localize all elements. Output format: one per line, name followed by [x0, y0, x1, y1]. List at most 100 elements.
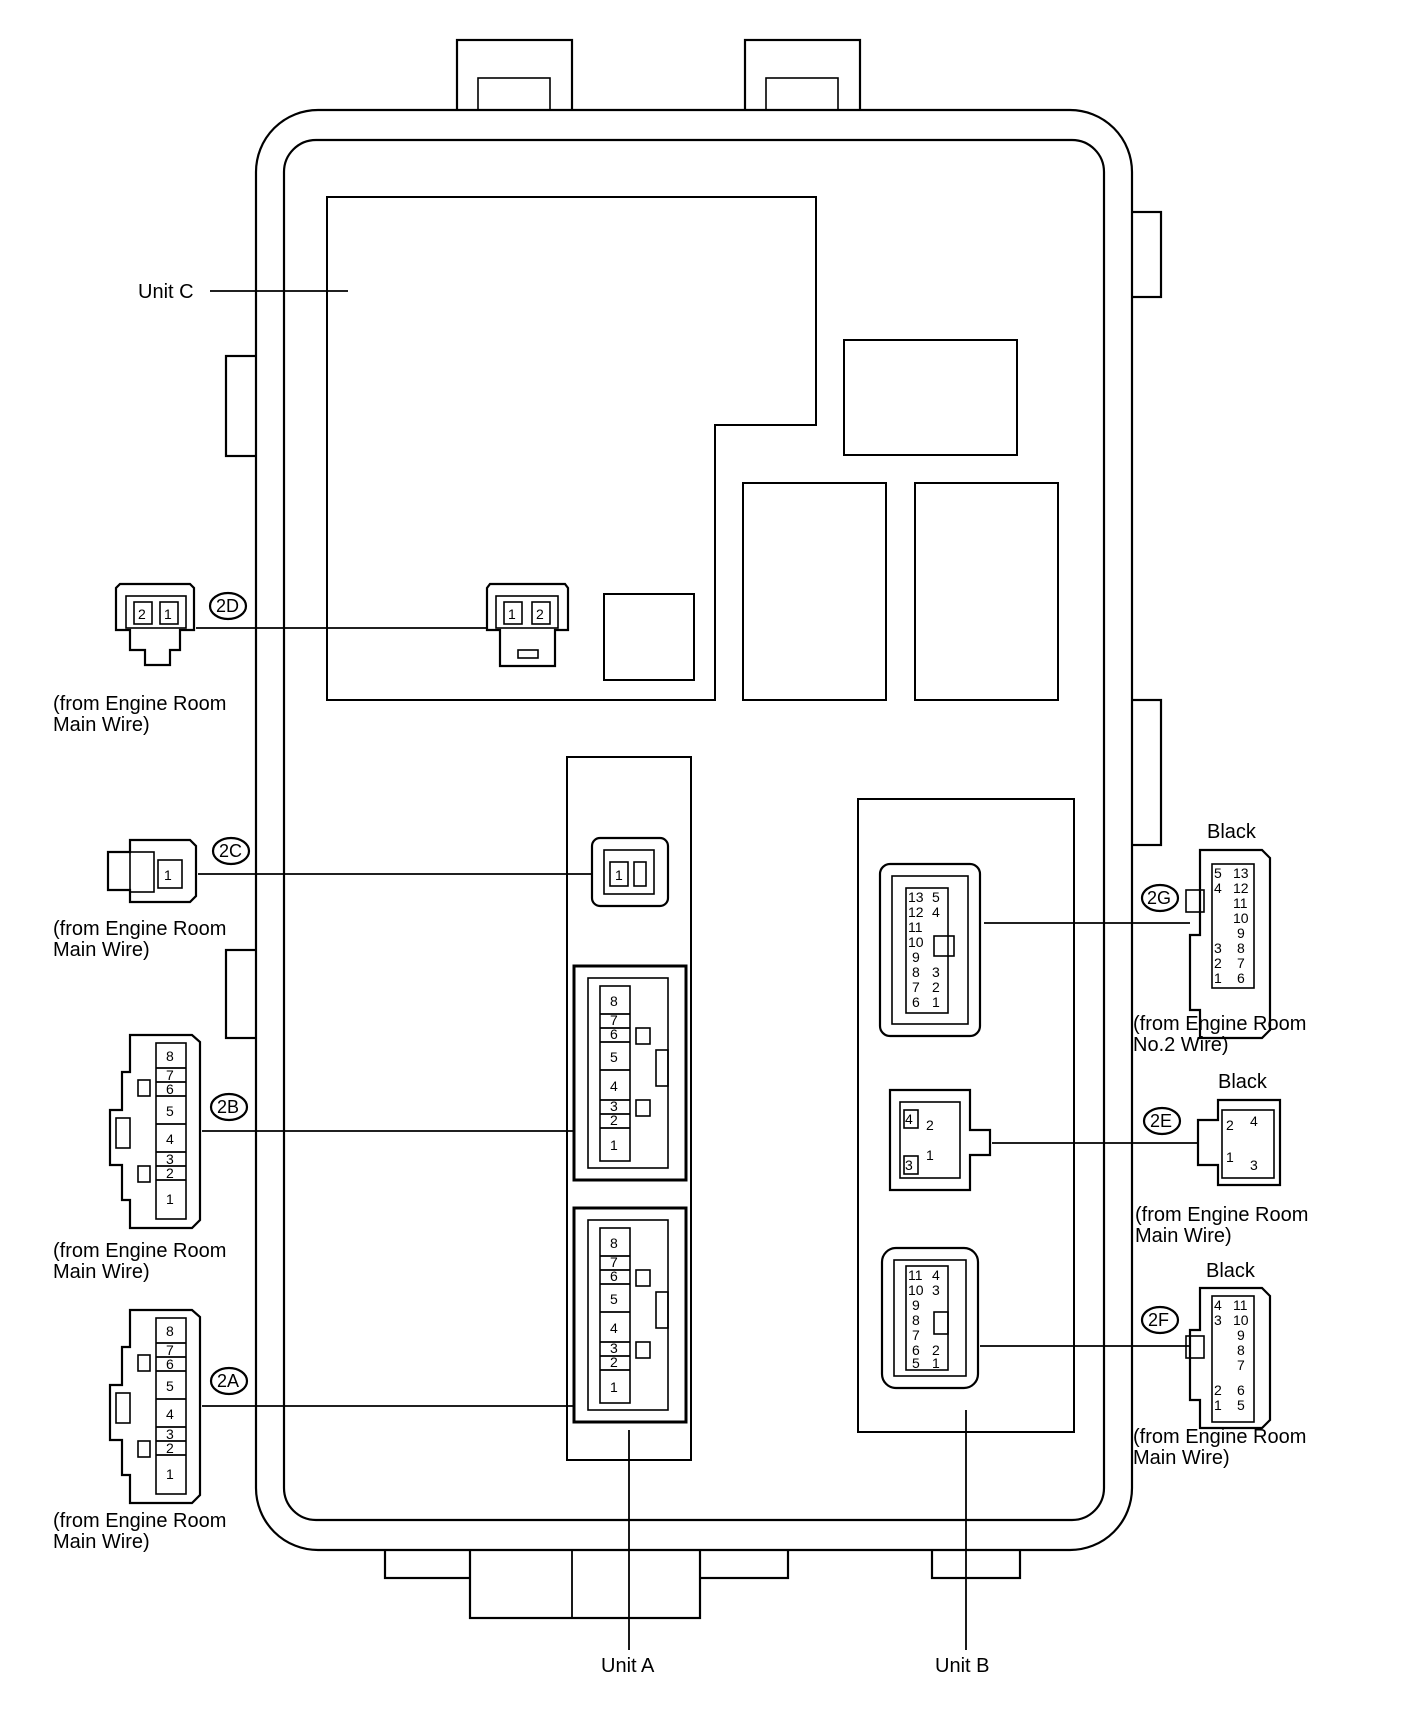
- pin-label: 11: [908, 919, 923, 935]
- pin-label: 7: [166, 1342, 174, 1358]
- connector-2a-socket: 8 7 6 5 4 3 2 1: [572, 1206, 688, 1424]
- connector-2e-color: Black: [1218, 1071, 1268, 1093]
- connector-2f-color: Black: [1206, 1260, 1256, 1282]
- connector-2e-socket: 4 2 1 3: [888, 1088, 992, 1192]
- connector-2d-plug: 2 1: [114, 582, 196, 667]
- connector-2e-tag-circle: [1142, 1106, 1182, 1136]
- pin-label: 1: [164, 867, 172, 883]
- pin-label: 1: [166, 1466, 174, 1482]
- pin-label: 6: [166, 1356, 174, 1372]
- connector-2f-source-line2: Main Wire): [1133, 1447, 1230, 1469]
- connector-2b-source-line2: Main Wire): [53, 1261, 150, 1283]
- relay-block-right: [914, 482, 1059, 701]
- connector-2a-source-line2: Main Wire): [53, 1531, 150, 1553]
- pin-label: 4: [610, 1320, 618, 1336]
- connector-2c-source-line2: Main Wire): [53, 939, 150, 961]
- pin-label: 2: [1214, 1382, 1222, 1398]
- pin-label: 2: [932, 1342, 940, 1358]
- housing-inner-wall: [282, 138, 1106, 1522]
- connector-2d-source-line1: (from Engine Room: [53, 693, 226, 715]
- pin-label: 6: [166, 1081, 174, 1097]
- pin-label: 5: [166, 1103, 174, 1119]
- connector-2b-plug: 8 7 6 5 4 3 2 1: [108, 1033, 202, 1230]
- pin-label: 9: [1237, 1327, 1245, 1343]
- pin-label: 6: [1237, 1382, 1245, 1398]
- connector-2d-tag: 2D: [216, 596, 239, 616]
- pin-label: 1: [610, 1379, 618, 1395]
- connector-2f-tag: 2F: [1148, 1310, 1169, 1330]
- pin-label: 10: [1233, 910, 1249, 926]
- pin-label: 6: [1237, 970, 1245, 986]
- pin-label: 11: [908, 1267, 923, 1283]
- bottom-tab-center: [468, 1538, 702, 1620]
- pin-label: 2: [166, 1165, 174, 1181]
- connector-2g-color: Black: [1207, 821, 1257, 843]
- connector-2b-tag: 2B: [217, 1097, 239, 1117]
- pin-label: 7: [1237, 955, 1245, 971]
- pin-label: 4: [1214, 1297, 1222, 1313]
- pin-label: 8: [912, 964, 920, 980]
- connector-2g-plug: 5 13 4 12 11 10 9 3 8 2 7 1 6: [1185, 848, 1272, 1040]
- pin-label: 3: [1214, 1312, 1222, 1328]
- pin-label: 1: [1214, 1397, 1222, 1413]
- pin-label: 1: [164, 606, 172, 622]
- pin-label: 8: [1237, 940, 1245, 956]
- relay-block-small: [603, 593, 695, 681]
- pin-label: 13: [1233, 865, 1249, 881]
- pin-label: 12: [1233, 880, 1249, 896]
- pin-label: 1: [166, 1191, 174, 1207]
- connector-2f-plug: 4 11 3 10 9 8 7 2 6 1 5: [1185, 1286, 1272, 1430]
- connector-2a-tag-circle: [209, 1366, 249, 1396]
- pin-label: 6: [912, 1342, 920, 1358]
- pin-label: 1: [1214, 970, 1222, 986]
- connector-2d-tag-circle: [208, 591, 248, 621]
- pin-label: 2: [536, 606, 544, 622]
- connector-2d-socket: 1 2: [485, 582, 570, 668]
- pin-label: 1: [508, 606, 516, 622]
- pin-label: 2: [166, 1440, 174, 1456]
- pin-label: 7: [1237, 1357, 1245, 1373]
- unit-b-label: Unit B: [935, 1655, 989, 1677]
- pin-label: 13: [908, 889, 924, 905]
- pin-label: 1: [932, 1355, 940, 1371]
- connector-2a-tag: 2A: [217, 1371, 239, 1391]
- pin-label: 5: [1237, 1397, 1245, 1413]
- pin-label: 2: [932, 979, 940, 995]
- pin-label: 10: [1233, 1312, 1249, 1328]
- pin-label: 8: [1237, 1342, 1245, 1358]
- pin-label: 12: [908, 904, 924, 920]
- pin-label: 4: [166, 1406, 174, 1422]
- pin-label: 6: [610, 1268, 618, 1284]
- connector-2c-tag-circle: [211, 836, 251, 866]
- pin-label: 8: [610, 1235, 618, 1251]
- pin-label: 3: [166, 1426, 174, 1442]
- pin-label: 7: [610, 1012, 618, 1028]
- pin-label: 4: [1250, 1113, 1258, 1129]
- pin-label: 4: [610, 1078, 618, 1094]
- pin-label: 3: [610, 1340, 618, 1356]
- pin-label: 1: [615, 867, 623, 883]
- pin-label: 7: [912, 979, 920, 995]
- pin-label: 3: [932, 964, 940, 980]
- relay-block-left: [742, 482, 887, 701]
- unit-a-label: Unit A: [601, 1655, 655, 1677]
- unit-c-outline: [326, 196, 817, 701]
- connector-2b-source-line1: (from Engine Room: [53, 1240, 226, 1262]
- pin-label: 5: [912, 1355, 920, 1371]
- pin-label: 2: [610, 1112, 618, 1128]
- pin-label: 5: [166, 1378, 174, 1394]
- connector-2g-source-line2: No.2 Wire): [1133, 1034, 1229, 1056]
- unit-c-region: Unit C: [138, 196, 1059, 701]
- connector-2e-plug: 2 4 1 3: [1196, 1098, 1282, 1187]
- pin-label: 8: [610, 993, 618, 1009]
- pin-label: 9: [912, 949, 920, 965]
- pin-label: 6: [610, 1026, 618, 1042]
- connector-2d-source-line2: Main Wire): [53, 714, 150, 736]
- pin-label: 11: [1233, 895, 1248, 911]
- pin-label: 3: [610, 1098, 618, 1114]
- connector-2c-tag: 2C: [219, 841, 242, 861]
- pin-label: 11: [1233, 1297, 1248, 1313]
- pin-label: 3: [1214, 940, 1222, 956]
- connector-2g-tag: 2G: [1147, 888, 1171, 908]
